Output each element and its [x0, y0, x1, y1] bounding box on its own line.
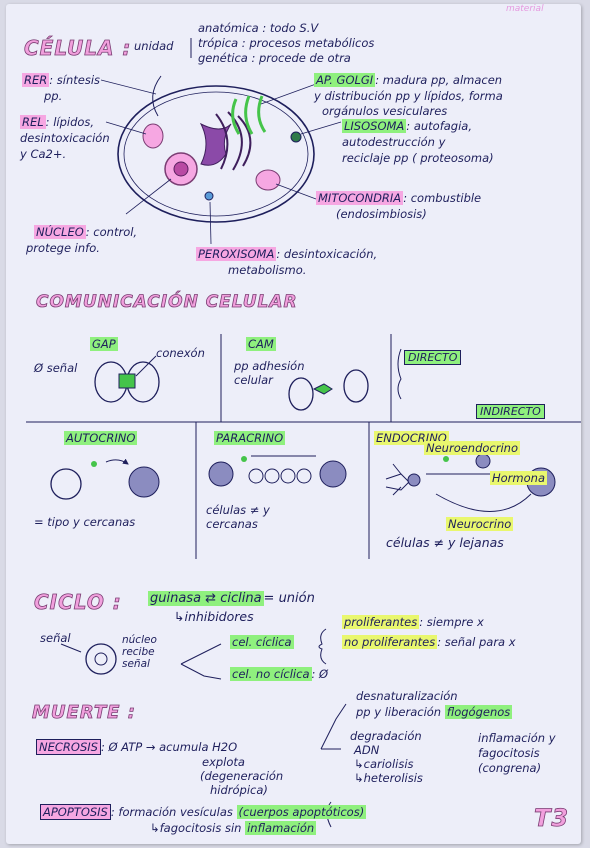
- golgi-text: y distribución pp y lípidos, forma: [314, 89, 503, 103]
- lisosoma-text: : autofagia,: [406, 119, 473, 133]
- cariolisis-text: ↳cariolisis: [354, 757, 414, 771]
- cel-no-ciclica: cel. no cíclica: [230, 667, 312, 681]
- nucleo-recibe: núcleo: [122, 634, 157, 646]
- necrosis-label: NECROSIS: [36, 739, 101, 755]
- ciclo-title: CICLO :: [34, 590, 122, 615]
- rer-text: : síntesis: [49, 73, 101, 87]
- cam-label: CAM: [246, 337, 276, 351]
- cam-text: pp adhesión: [234, 359, 305, 373]
- perox-text: : desintoxicación,: [276, 247, 378, 261]
- mito-label: MITOCONDRIA: [316, 191, 404, 205]
- perox-label: PEROXISOMA: [196, 247, 277, 261]
- nucleo-text: : control,: [85, 225, 138, 239]
- autocrino-text: = tipo y cercanas: [34, 515, 136, 529]
- celula-unidad: unidad: [134, 39, 174, 53]
- muerte-title: MUERTE :: [32, 702, 136, 724]
- nucleo-label: NÚCLEO: [34, 225, 86, 239]
- nucleo-recibe: señal: [122, 658, 150, 670]
- inhibidores-text: ↳inhibidores: [174, 609, 254, 624]
- no-proliferantes-text: : señal para x: [437, 635, 516, 649]
- mito-text: : combustible: [403, 191, 482, 205]
- tema-label: T3: [534, 804, 570, 833]
- congrena-text: (congrena): [478, 761, 542, 775]
- senal-label: señal: [40, 631, 71, 645]
- comunicacion-title: COMUNICACIÓN CELULAR: [36, 292, 298, 313]
- notes-page: material CÉLULA : unidad anatómica : tod…: [6, 4, 581, 844]
- proliferantes-label: proliferantes: [342, 615, 420, 629]
- perox-text: metabolismo.: [228, 263, 307, 277]
- directo-box: DIRECTO: [404, 350, 462, 365]
- gap-label: GAP: [90, 337, 118, 351]
- golgi-text: : madura pp, almacen: [375, 73, 503, 87]
- golgi-label: AP. GOLGI: [314, 73, 376, 87]
- necrosis-text: hidrópica): [210, 783, 268, 797]
- endocrino-text: células ≠ y lejanas: [386, 535, 504, 550]
- apoptosis-text: : formación vesículas: [110, 805, 233, 819]
- nucleo-text: protege info.: [26, 241, 100, 255]
- mito-text: (endosimbiosis): [336, 207, 427, 221]
- union-text: = unión: [263, 591, 315, 606]
- hormona-label: Hormona: [490, 471, 547, 485]
- celula-title: CÉLULA :: [24, 36, 132, 61]
- rer-label: RER: [22, 73, 50, 87]
- desnat-text: pp y liberación: [356, 705, 442, 719]
- lisosoma-text: reciclaje pp ( proteosoma): [342, 151, 494, 165]
- adn-text: ADN: [354, 743, 380, 757]
- unidad-item: anatómica : todo S.V: [198, 21, 319, 35]
- guinasa-ciclina: guinasa ⇄ ciclina: [148, 591, 264, 606]
- necrosis-text: : Ø ATP → acumula H2O: [100, 740, 238, 754]
- cuerpos-apoptoticos: (cuerpos apoptóticos): [236, 805, 367, 819]
- rel-text: : lípidos,: [45, 115, 95, 129]
- unidad-item: genética : procede de otra: [198, 51, 351, 65]
- cel-ciclica: cel. cíclica: [230, 635, 294, 649]
- lisosoma-text: autodestrucción y: [342, 135, 446, 149]
- rel-text: y Ca2+.: [20, 147, 67, 161]
- cel-no-ciclica-text: : Ø: [311, 667, 329, 681]
- inflamacion-text: fagocitosis: [478, 746, 540, 760]
- cam-text: celular: [234, 373, 273, 387]
- heterolisis-text: ↳heterolisis: [354, 771, 423, 785]
- necrosis-text: (degeneración: [200, 769, 284, 783]
- paracrino-label: PARACRINO: [214, 431, 286, 445]
- degradacion-text: degradación: [350, 729, 422, 743]
- corner-mark: material: [506, 4, 544, 14]
- apoptosis-inflamacion: inflamación: [245, 821, 317, 835]
- indirecto-box: INDIRECTO: [476, 404, 545, 419]
- nucleo-recibe: recibe: [122, 646, 155, 658]
- gap-note: Ø señal: [34, 361, 78, 375]
- unidad-item: trópica : procesos metabólicos: [198, 36, 375, 50]
- paracrino-text: células ≠ y: [206, 503, 270, 517]
- golgi-text: orgánulos vesiculares: [322, 104, 448, 118]
- neurocrino-label: Neurocrino: [446, 517, 514, 531]
- neuroendocrino-label: Neuroendocrino: [424, 441, 520, 455]
- rel-label: REL: [20, 115, 46, 129]
- autocrino-label: AUTOCRINO: [64, 431, 138, 445]
- necrosis-text: explota: [202, 755, 245, 769]
- lisosoma-label: LISOSOMA: [342, 119, 407, 133]
- inflamacion-text: inflamación y: [478, 731, 556, 745]
- conexon-label: conexón: [156, 346, 205, 360]
- desnat-text: desnaturalización: [356, 689, 458, 703]
- no-proliferantes-label: no proliferantes: [342, 635, 438, 649]
- paracrino-text: cercanas: [206, 517, 258, 531]
- apoptosis-label: APOPTOSIS: [40, 804, 111, 820]
- flogogenos-label: flogógenos: [444, 705, 513, 719]
- rer-text: pp.: [44, 89, 63, 103]
- apoptosis-text: ↳fagocitosis sin: [150, 821, 242, 835]
- rel-text: desintoxicación: [20, 131, 110, 145]
- proliferantes-text: : siempre x: [419, 615, 484, 629]
